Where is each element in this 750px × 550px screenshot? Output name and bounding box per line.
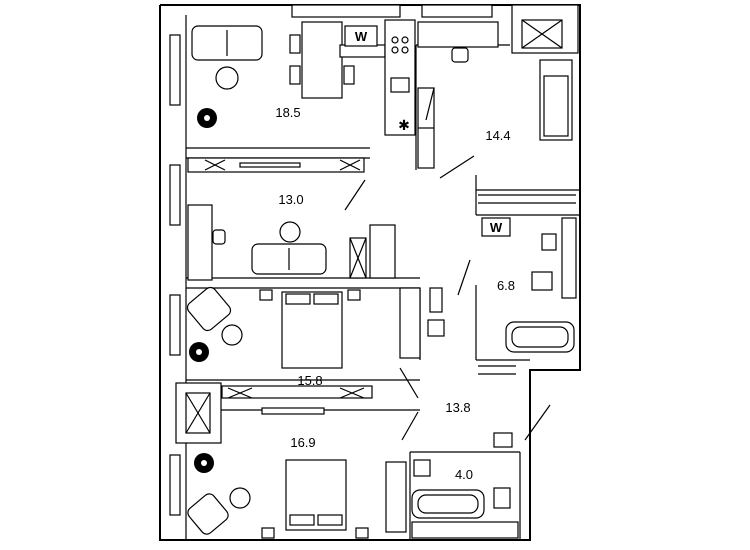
toilet-icon-2: [493, 487, 511, 509]
room-bedroom-2: 16.9: [187, 435, 407, 539]
double-bed-1: [281, 291, 343, 369]
washer-label-2: W: [490, 220, 503, 235]
vent-shaft-left: [175, 382, 222, 444]
side-table: [221, 324, 243, 346]
washer-label-1: W: [355, 29, 368, 44]
toilet-icon: [541, 233, 557, 251]
dining-table: [301, 21, 343, 99]
radiator-grid-2: [493, 432, 513, 448]
washer-2: [481, 217, 511, 237]
armchair-icon-2: [187, 493, 229, 535]
room-bedroom-1: 15.8: [186, 286, 445, 415]
radiator-grid: [427, 319, 445, 337]
window-left-1: [169, 34, 181, 106]
area-label-living-kitchen: 18.5: [275, 105, 300, 120]
desk: [417, 21, 499, 48]
chair: [451, 47, 469, 63]
wardrobe-15: [399, 287, 421, 359]
room-living: 13.0: [187, 157, 396, 281]
windows: [169, 4, 493, 516]
area-label-living: 13.0: [278, 192, 303, 207]
window-top-1: [291, 4, 401, 18]
area-label-bedroom-1: 15.8: [297, 373, 322, 388]
plant-icon: [197, 108, 217, 128]
plant-icon-2: [189, 342, 209, 362]
area-label-bathroom-main: 6.8: [497, 278, 515, 293]
room-living-kitchen: ✱ W 18.5: [191, 19, 416, 136]
room-bathroom-small: 4.0: [411, 459, 519, 539]
vent-shaft-top: [511, 4, 579, 54]
area-label-study-bedroom: 14.4: [485, 128, 510, 143]
window-left-2: [169, 164, 181, 226]
window-left-4: [169, 454, 181, 516]
coffee-table: [215, 66, 239, 90]
table-13: [279, 221, 301, 243]
room-study-bedroom: 14.4: [417, 21, 576, 204]
side-table-2: [229, 487, 251, 509]
armchair-icon: [186, 286, 232, 332]
room-hallway: 13.8: [399, 259, 551, 448]
window-top-2: [421, 4, 493, 18]
sink-4-0: [413, 459, 431, 477]
area-label-bedroom-2: 16.9: [290, 435, 315, 450]
plant-icon-3: [194, 453, 214, 473]
area-label-bathroom-small: 4.0: [455, 467, 473, 482]
wardrobe-16: [385, 461, 407, 533]
washer-1: [344, 25, 378, 47]
star-icon: ✱: [398, 117, 410, 133]
sink-6-8: [531, 271, 553, 291]
sink-icon: [390, 77, 410, 93]
room-bathroom-main: W 6.8: [481, 217, 577, 353]
desk-13: [187, 204, 213, 281]
window-left-3: [169, 294, 181, 356]
area-label-hallway: 13.8: [445, 400, 470, 415]
